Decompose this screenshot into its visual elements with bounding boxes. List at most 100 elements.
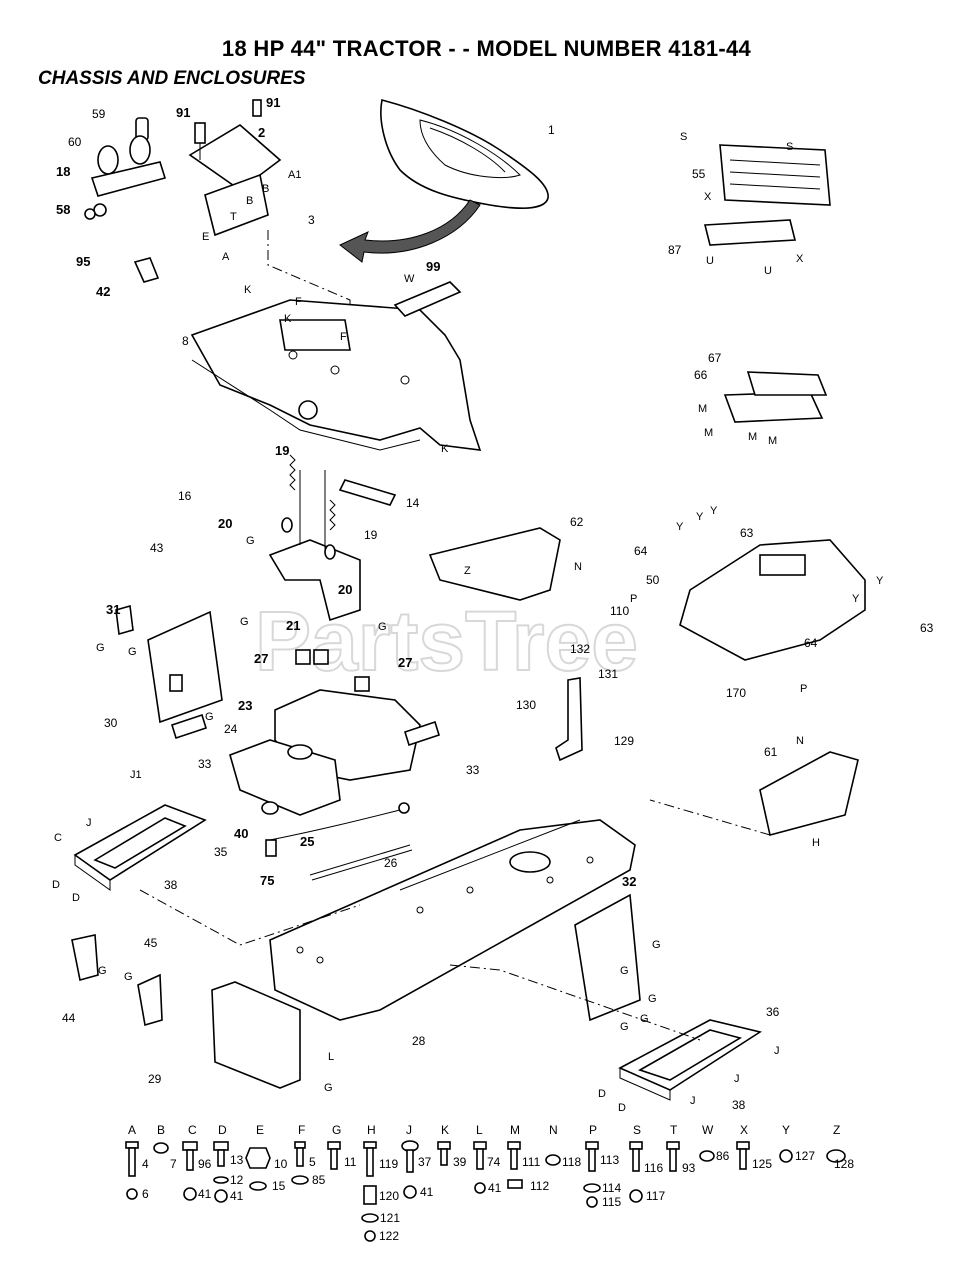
letter-G3: G	[240, 616, 249, 628]
hw-P-part-2: 114	[602, 1181, 621, 1195]
hw-Z-part-1: 128	[834, 1157, 854, 1171]
hw-E-part-1: 10	[274, 1157, 288, 1171]
hw-D-part-3: 41	[230, 1189, 244, 1203]
letter-J1: J1	[130, 769, 142, 781]
hw-E-part-2: 15	[272, 1179, 286, 1193]
hw-P-part-1: 113	[600, 1153, 619, 1167]
seat[interactable]	[380, 99, 549, 209]
letter-G6: G	[205, 711, 214, 723]
letter-K2: K	[284, 313, 292, 325]
callout-91a: 91	[176, 105, 190, 120]
direction-arrow	[339, 199, 481, 263]
footrest-right[interactable]	[618, 1019, 763, 1101]
callout-32: 32	[622, 874, 636, 889]
callout-33a: 33	[198, 757, 212, 771]
hw-H-part-3: 121	[380, 1211, 400, 1225]
callout-170: 170	[726, 686, 746, 700]
letter-G5: G	[128, 646, 137, 658]
hw-X-part-1: 125	[752, 1157, 772, 1171]
callout-30: 30	[104, 716, 118, 730]
fender-box[interactable]	[719, 144, 831, 206]
hw-letter-J: J	[406, 1123, 412, 1137]
hw-letter-Z: Z	[833, 1123, 840, 1137]
hw-letter-T: T	[670, 1123, 678, 1137]
letter-J4: J	[690, 1095, 696, 1107]
callout-44: 44	[62, 1011, 76, 1025]
callout-20a: 20	[218, 516, 232, 531]
support-bracket[interactable]	[268, 454, 397, 622]
callout-21: 21	[286, 618, 300, 633]
bolt-91[interactable]	[194, 99, 262, 144]
callout-25: 25	[300, 834, 314, 849]
callout-45: 45	[144, 936, 158, 950]
fender-67[interactable]	[746, 371, 828, 396]
callout-29: 29	[148, 1072, 162, 1086]
letter-G9: G	[324, 1082, 333, 1094]
callout-87: 87	[668, 243, 682, 257]
hw-P-part-3: 115	[602, 1195, 621, 1209]
hood[interactable]	[679, 539, 866, 661]
callout-67: 67	[708, 351, 722, 365]
callout-63a: 63	[740, 526, 754, 540]
fender-66[interactable]	[723, 391, 824, 423]
tool-tray[interactable]	[703, 219, 797, 246]
frame[interactable]	[269, 819, 636, 1021]
callout-64a: 64	[634, 544, 648, 558]
hw-letter-P: P	[589, 1123, 597, 1137]
fuel-line[interactable]	[269, 802, 413, 881]
callout-99: 99	[426, 259, 440, 274]
hw-C-part-2: 41	[198, 1187, 212, 1201]
callout-19b: 19	[364, 528, 378, 542]
callout-50: 50	[646, 573, 660, 587]
lever-129[interactable]	[555, 677, 583, 762]
callout-14: 14	[406, 496, 420, 510]
callout-38a: 38	[164, 878, 178, 892]
clip-42[interactable]	[133, 257, 160, 283]
side-panel[interactable]	[115, 604, 223, 724]
letter-D: D	[52, 879, 60, 891]
hw-A-part-1: 4	[142, 1157, 149, 1171]
letter-C: C	[54, 832, 62, 844]
grille-bracket[interactable]	[574, 893, 641, 1022]
hw-Y-part-1: 127	[795, 1149, 815, 1163]
letter-G: G	[246, 535, 255, 547]
callout-132: 132	[570, 642, 590, 656]
letter-Z: Z	[464, 565, 471, 577]
bracket-44[interactable]	[71, 934, 99, 982]
letter-G4: G	[96, 642, 105, 654]
letter-A: A	[222, 251, 230, 263]
bracket-99[interactable]	[393, 281, 462, 317]
letter-E: E	[202, 231, 209, 243]
fuel-tank[interactable]	[229, 649, 421, 857]
hw-letter-H: H	[367, 1123, 376, 1137]
nose-cone[interactable]	[759, 751, 859, 836]
callout-33b: 33	[466, 763, 480, 777]
rear-bracket[interactable]	[211, 981, 301, 1089]
letter-G7: G	[98, 965, 107, 977]
hw-letter-F: F	[298, 1123, 305, 1137]
letter-Y4: Y	[852, 593, 860, 605]
bracket-45[interactable]	[137, 973, 163, 1027]
fender-pan[interactable]	[190, 299, 482, 451]
letter-J: J	[86, 817, 92, 829]
letter-X2: X	[796, 253, 804, 265]
callout-1: 1	[548, 123, 555, 137]
hw-W-part-1: 86	[716, 1149, 730, 1163]
hw-J-part-1: 37	[418, 1155, 432, 1169]
dash-panel[interactable]	[428, 527, 561, 601]
hw-letter-Y: Y	[782, 1123, 790, 1137]
hw-letter-M: M	[510, 1123, 520, 1137]
hw-D-part-1: 13	[230, 1153, 244, 1167]
hw-H-part-4: 122	[379, 1229, 399, 1243]
letter-G12: G	[648, 993, 657, 1005]
callout-66: 66	[694, 368, 708, 382]
hw-letter-G: G	[332, 1123, 341, 1137]
callout-20b: 20	[338, 582, 352, 597]
hardware-legend: A B C D E F G H J K L M N P S T W X Y Z	[125, 1123, 854, 1243]
spring-assembly[interactable]	[84, 117, 167, 220]
seat-bracket[interactable]	[188, 124, 282, 237]
callout-58: 58	[56, 202, 70, 217]
callout-16: 16	[178, 489, 192, 503]
rubber-block[interactable]	[171, 713, 440, 747]
footrest-left[interactable]	[73, 804, 207, 891]
